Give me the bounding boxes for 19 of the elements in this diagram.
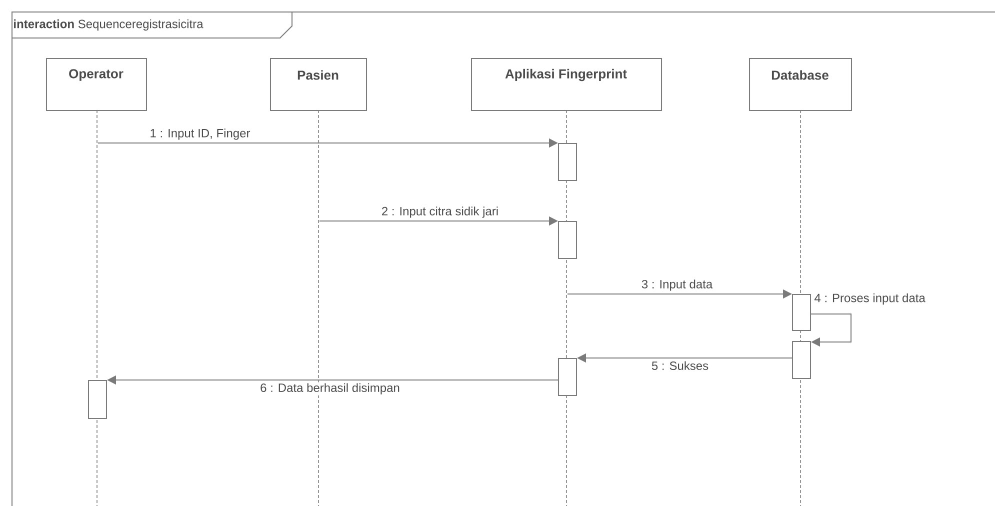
message-arrow [810,314,852,347]
lifeline [96,110,98,506]
activation-bar [558,143,577,181]
message-label: 2 : Input citra sidik jari [380,206,500,219]
lifeline [318,110,319,506]
message-label: 4 : Proses input data [813,292,926,306]
message-label: 1 : Input ID, Finger [148,128,252,141]
activation-bar [792,294,811,331]
activation-bar [88,380,107,419]
lifeline-head: Database [749,58,852,111]
lifeline-head: Operator [46,58,147,111]
message-label: 5 : Sukses [650,360,710,372]
activation-bar [792,341,811,379]
message-label: 6 : Data berhasil disimpan [259,382,401,396]
message-label: 3 : Input data [640,278,714,292]
lifeline-head: Pasien [270,58,367,111]
activation-bar [558,221,577,259]
activation-bar [558,358,577,396]
lifeline-head: Aplikasi Fingerprint [471,58,662,111]
